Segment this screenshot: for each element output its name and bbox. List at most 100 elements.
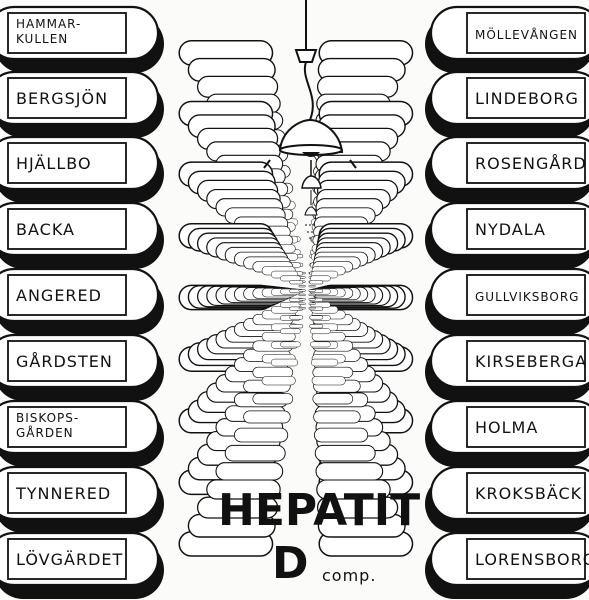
place-name-label: HJÄLLBO [16, 154, 92, 173]
place-sign: ROSENGÅRD [425, 135, 589, 203]
place-name-label: BERGSJÖN [16, 89, 108, 108]
sign-plate [466, 340, 586, 382]
receding-sign-shape [311, 376, 346, 386]
place-name-label: GÅRDSTEN [16, 352, 113, 371]
sign-plate [466, 77, 586, 119]
receding-sign-shape [270, 358, 299, 367]
corridor-perspective [178, 40, 414, 557]
place-sign: NYDALA [425, 201, 589, 269]
title-hepatit: HEPATIT [218, 485, 420, 536]
place-name-label: LORENSBORG [475, 550, 589, 569]
place-name-label: BACKA [16, 220, 75, 239]
place-name-label: NYDALA [475, 220, 546, 239]
place-sign: LINDEBORG [425, 70, 589, 138]
place-name-label: BISKOPS- [16, 411, 79, 425]
cover-title: HEPATIT D comp. [218, 485, 420, 589]
receding-sign-shape [313, 427, 369, 443]
receding-sign-shape [298, 285, 306, 288]
place-name-label: HOLMA [475, 418, 538, 437]
receding-sign-shape [298, 293, 306, 297]
receding-sign-shape [308, 289, 316, 292]
receding-sign-shape [298, 298, 306, 301]
left-sign-column: HAMMAR-KULLEN BERGSJÖN HJÄLLBO BACKA ANGERED… [0, 5, 164, 599]
receding-sign-shape [310, 341, 331, 348]
receding-sign-shape [308, 307, 316, 310]
place-sign: ANGERED [0, 267, 164, 335]
receding-sign-shape [313, 410, 361, 424]
right-sign-column: MÖLLEVÅNGEN LINDEBORG ROSENGÅRD NYDALA GULLV… [425, 5, 589, 599]
sign-plate [466, 406, 586, 448]
receding-sign-shape [298, 289, 306, 292]
place-name-label: KIRSEBERGA [475, 352, 587, 371]
hanging-lamp-icon [263, 0, 357, 239]
place-name-label: MÖLLEVÅNGEN [475, 26, 578, 42]
sign-plate [7, 142, 127, 184]
receding-sign-shape [308, 285, 316, 288]
sign-plate [466, 274, 586, 316]
place-name-label: ANGERED [16, 286, 102, 305]
place-sign: HOLMA [425, 399, 589, 467]
receding-sign-shape [310, 328, 331, 335]
sign-plate [7, 208, 127, 250]
receding-sign-shape [261, 332, 296, 342]
receding-sign-shape [280, 301, 301, 308]
place-sign: LÖVGÄRDET [0, 531, 164, 599]
receding-sign-shape [309, 280, 324, 285]
place-name-label: HAMMAR- [16, 17, 81, 31]
place-name-label: LÖVGÄRDET [16, 550, 123, 569]
receding-sign-shape [289, 324, 304, 329]
place-sign: KIRSEBERGA [425, 333, 589, 401]
place-sign: BISKOPS-GÅRDEN [0, 399, 164, 467]
receding-sign-shape [310, 358, 339, 367]
sign-plate [7, 274, 127, 316]
receding-sign-shape [298, 302, 306, 305]
place-name-label: KROKSBÄCK [475, 484, 582, 503]
receding-sign-shape [298, 307, 306, 310]
receding-sign-shape [308, 293, 316, 297]
receding-sign-shape [312, 393, 354, 405]
place-sign: TYNNERED [0, 465, 164, 533]
place-sign: LORENSBORG [425, 531, 589, 599]
receding-sign-shape [308, 302, 316, 305]
place-sign: HAMMAR-KULLEN [0, 5, 164, 73]
receding-sign-shape [309, 315, 324, 320]
sign-plate [466, 12, 586, 54]
place-sign: GULLVIKSBORG [425, 267, 589, 335]
receding-sign-shape [280, 341, 301, 348]
place-sign: MÖLLEVÅNGEN [425, 5, 589, 73]
place-name-label: GÅRDEN [16, 425, 74, 440]
receding-sign-shape [308, 298, 316, 301]
receding-sign-shape [252, 393, 294, 405]
receding-sign-shape [312, 366, 354, 378]
place-sign: BERGSJÖN [0, 70, 164, 138]
sign-plate [7, 538, 127, 580]
place-name-label: GULLVIKSBORG [475, 290, 579, 304]
sign-plate [7, 12, 127, 54]
subtitle-comp: comp. [322, 566, 376, 585]
receding-sign-shape [280, 328, 301, 335]
receding-sign-shape [261, 376, 296, 386]
receding-sign-shape [314, 444, 376, 462]
sign-plate [466, 142, 586, 184]
receding-sign-shape [243, 410, 291, 424]
sign-plate [7, 77, 127, 119]
receding-sign-shape [315, 462, 384, 481]
sign-plate [7, 406, 127, 448]
place-sign: GÅRDSTEN [0, 333, 164, 401]
place-name-label: TYNNERED [15, 484, 111, 503]
place-sign: KROKSBÄCK [425, 465, 589, 533]
sign-plate [7, 472, 127, 514]
receding-sign-shape [309, 324, 324, 329]
receding-sign-shape [280, 275, 301, 282]
receding-sign-shape [215, 462, 284, 481]
sign-plate [7, 340, 127, 382]
place-name-label: KULLEN [16, 32, 68, 46]
place-sign: HJÄLLBO [0, 135, 164, 203]
place-sign: BACKA [0, 201, 164, 269]
sign-plate [466, 208, 586, 250]
receding-sign-shape [252, 366, 294, 378]
sign-plate [466, 538, 586, 580]
place-name-label: ROSENGÅRD [475, 154, 587, 173]
